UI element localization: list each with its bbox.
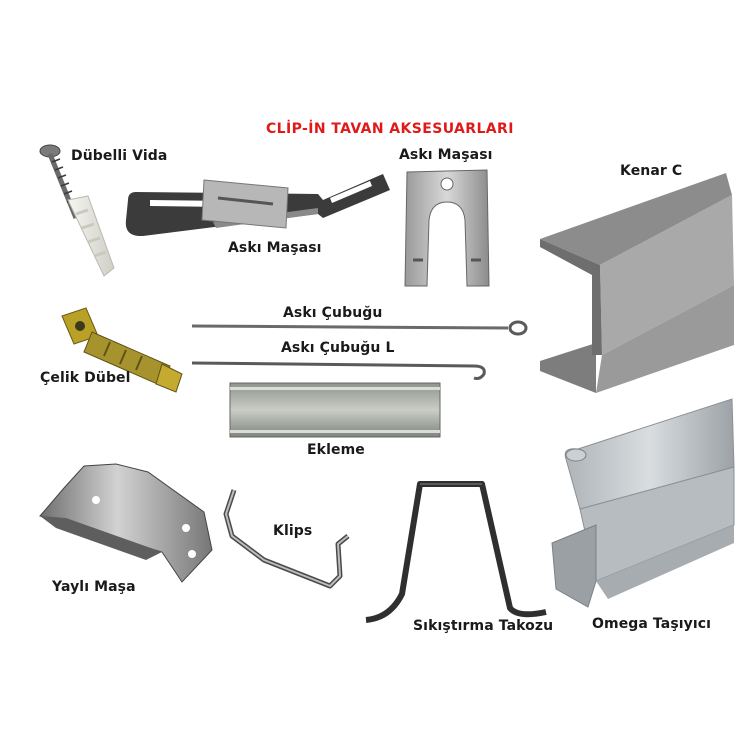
omega-tasiyici-label: Omega Taşıyıcı	[592, 616, 712, 632]
dubelli-vida-label: Dübelli Vida	[71, 148, 168, 164]
steel-anchor-icon	[58, 304, 188, 396]
celik-dubel-label: Çelik Dübel	[40, 370, 131, 386]
wedge-clamp-icon	[362, 476, 552, 626]
spring-clip-icon	[36, 460, 216, 585]
splice-plate-icon	[229, 382, 442, 438]
aski-cubugu-l-label: Askı Çubuğu L	[281, 340, 395, 356]
aski-masasi-hanger-label: Askı Maşası	[399, 147, 493, 163]
edge-c-profile-icon	[536, 165, 736, 395]
aski-cubugu-label: Askı Çubuğu	[283, 305, 383, 321]
hanger-rod-eye-icon	[190, 318, 535, 338]
klips-label: Klips	[273, 523, 313, 539]
flat-hanger-clip-icon	[118, 170, 398, 245]
ekleme-label: Ekleme	[307, 442, 365, 458]
omega-carrier-icon	[548, 393, 736, 611]
wire-clip-icon	[222, 484, 362, 589]
sikistirma-takozu-label: Sıkıştırma Takozu	[413, 618, 554, 634]
yayli-masa-label: Yaylı Maşa	[52, 579, 136, 595]
screw-anchor-icon	[38, 140, 118, 280]
hanger-rod-hook-icon	[190, 356, 495, 382]
aski-masasi-flat-label: Askı Maşası	[228, 240, 322, 256]
page-title: CLİP-İN TAVAN AKSESUARLARI	[266, 121, 514, 137]
kenar-c-label: Kenar C	[620, 163, 683, 179]
hanger-clip-icon	[401, 168, 493, 290]
